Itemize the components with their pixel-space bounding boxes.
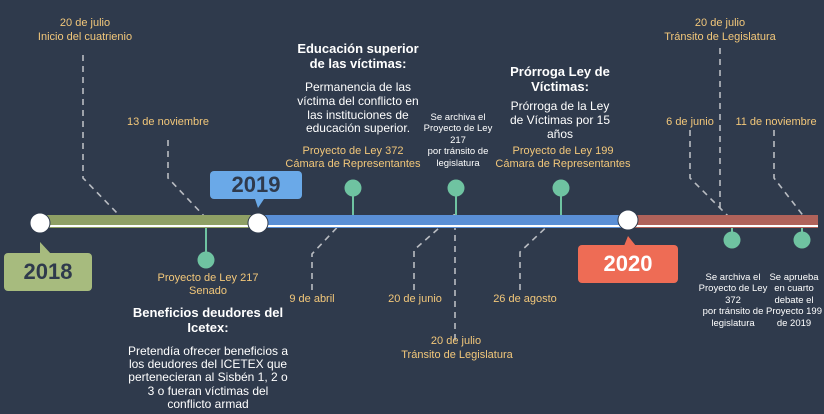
connector-inicio-cuatrienio [82,55,119,215]
event-transito-2020: Tránsito de Legislatura [664,31,776,43]
event-proyecto-199: Proyecto de Ley 199 Cámara de Representa… [495,145,631,170]
event-desc-icetex: Pretendía ofrecer beneficios a los deudo… [127,344,289,411]
connector-6-junio [689,130,731,219]
event-archiva-217: Se archiva el Proyecto de Ley 217 por tr… [423,112,493,169]
node-proyecto-199 [552,179,570,197]
year-badge-2018: 2018 [4,253,92,291]
event-date-6-junio: 6 de junio [666,116,714,128]
year-marker-2020 [617,209,639,231]
year-marker-2018 [29,212,51,234]
event-inicio-cuatrienio: Inicio del cuatrienio [37,31,133,43]
event-title-educacion: Educación superior de las víctimas: [297,41,419,71]
event-date-9-abril: 9 de abril [289,293,335,305]
timeline-bar-2018 [40,215,258,228]
connector-9-abril [311,217,347,290]
event-date-11-noviembre: 11 de noviembre [735,116,817,128]
node-proyecto-217 [197,251,215,269]
event-archiva-372: Se archiva el Proyecto de Ley 372 por tr… [698,272,768,329]
timeline-bar-2020 [628,215,818,228]
year-marker-2019 [247,212,269,234]
event-desc-educacion: Permanencia de las víctima del conflicto… [297,80,419,136]
node-archiva-217 [447,179,465,197]
year-badge-2020: 2020 [578,245,678,283]
node-aprueba-199 [793,231,811,249]
connector-13-noviembre [167,140,207,219]
event-title-icetex: Beneficios deudores del Icetex: [132,305,284,335]
event-date-inicio: 20 de julio [59,17,111,29]
event-desc-prorroga: Prórroga de la Ley de Víctimas por 15 añ… [509,99,611,141]
event-transito-2019: Tránsito de Legislatura [401,349,513,361]
connector-26-agosto [519,217,557,290]
connector-11-noviembre [773,130,806,219]
connector-20-junio [413,213,456,290]
year-badge-2019: 2019 [210,171,302,199]
event-date-20-junio: 20 de junio [388,293,442,305]
event-date-13-noviembre: 13 de noviembre [127,116,209,128]
node-proyecto-372 [344,179,362,197]
event-proyecto-372: Proyecto de Ley 372 Cámara de Representa… [285,145,421,170]
event-date-transito-2019: 20 de julio [430,335,482,347]
event-title-prorroga: Prórroga Ley de Víctimas: [510,64,610,94]
event-proyecto-217: Proyecto de Ley 217 Senado [157,272,259,297]
event-date-transito-2020: 20 de julio [694,17,746,29]
event-date-26-agosto: 26 de agosto [493,293,557,305]
node-archiva-372 [723,231,741,249]
event-aprueba-199: Se aprueba en cuarto debate el Proyecto … [766,272,822,329]
timeline-bar-2019 [258,215,628,228]
